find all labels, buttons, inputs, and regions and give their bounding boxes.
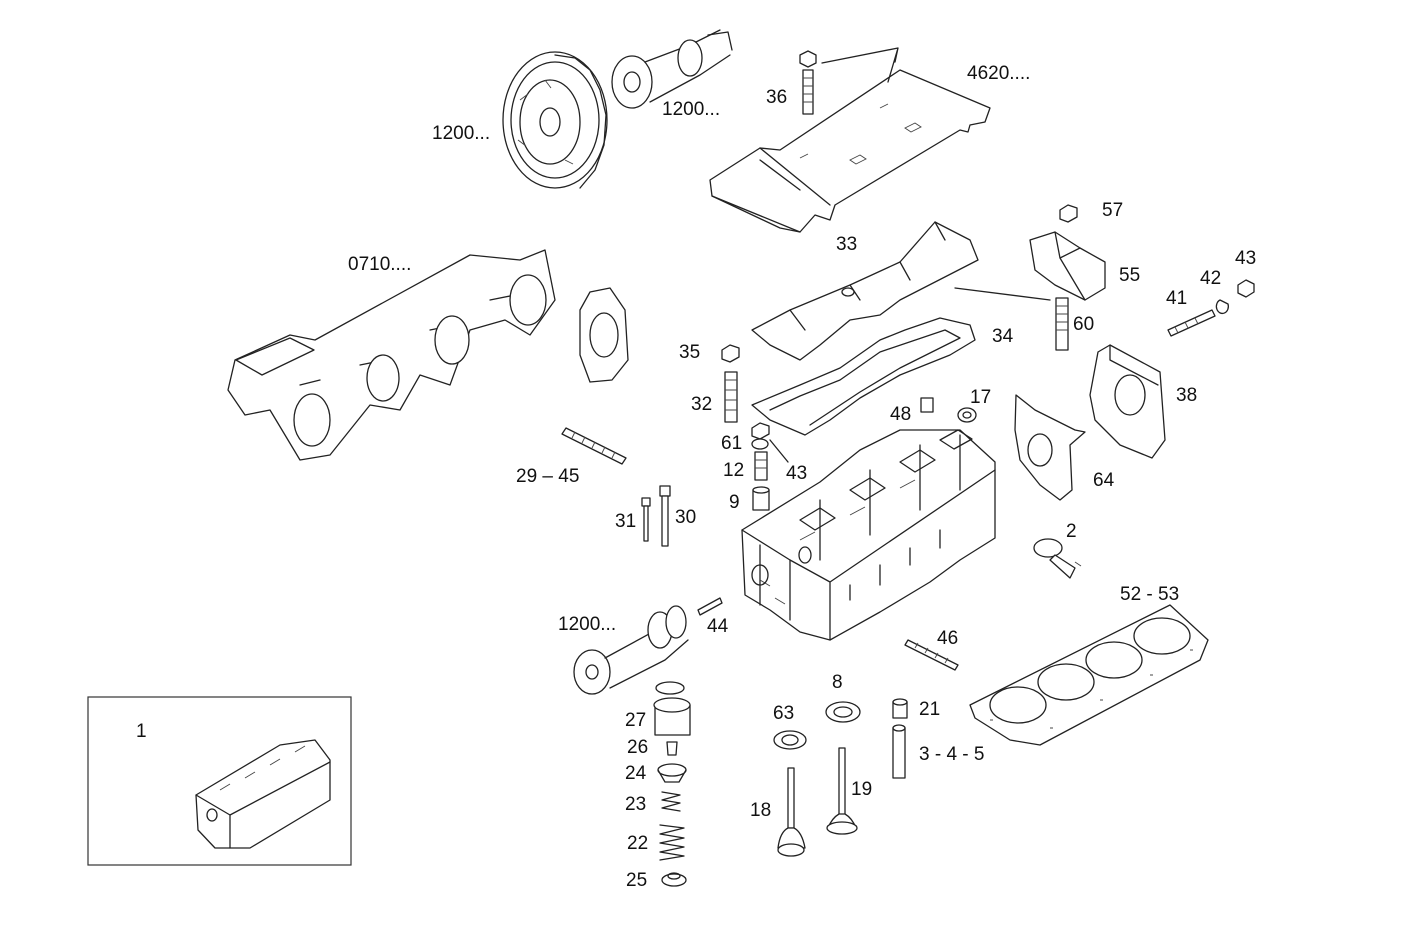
nut-61[interactable] <box>751 422 789 463</box>
guide-21[interactable] <box>892 698 908 719</box>
bracket-64[interactable] <box>1014 394 1086 501</box>
head-gasket[interactable] <box>969 604 1209 746</box>
label-35: 35 <box>679 342 700 363</box>
stud-60[interactable] <box>954 287 1069 351</box>
nut-43-right[interactable] <box>1237 279 1255 298</box>
bracket-38[interactable] <box>1089 344 1166 459</box>
label-1200-lower: 1200... <box>558 614 616 635</box>
label-52-53: 52 - 53 <box>1120 584 1179 605</box>
cap-27[interactable] <box>653 681 691 736</box>
washer-42[interactable] <box>1215 299 1230 315</box>
label-42: 42 <box>1200 268 1221 289</box>
stud-44[interactable] <box>697 597 723 616</box>
bush-9[interactable] <box>752 486 770 511</box>
label-41: 41 <box>1166 288 1187 309</box>
exhaust-gasket[interactable] <box>579 287 629 383</box>
bracket-55[interactable] <box>1029 231 1106 301</box>
label-64: 64 <box>1093 470 1115 491</box>
label-9: 9 <box>729 492 740 513</box>
nut-35[interactable] <box>721 344 740 363</box>
label-48: 48 <box>890 404 911 425</box>
label-31: 31 <box>615 511 636 532</box>
label-55: 55 <box>1119 265 1140 286</box>
label-46: 46 <box>937 628 958 649</box>
label-23: 23 <box>625 794 646 815</box>
cotter-26[interactable] <box>666 741 678 756</box>
stud-29-45[interactable] <box>561 427 627 465</box>
valve-18[interactable] <box>777 767 806 857</box>
stud-46[interactable] <box>904 639 959 671</box>
label-44: 44 <box>707 616 729 637</box>
label-43-head: 43 <box>786 463 807 484</box>
bolt-30[interactable] <box>659 485 671 547</box>
label-22: 22 <box>627 833 648 854</box>
seal-63[interactable] <box>773 730 807 750</box>
label-19: 19 <box>851 779 872 800</box>
valve-guide-3-4-5[interactable] <box>892 724 906 779</box>
tappet-cover-gasket[interactable] <box>751 317 976 436</box>
exhaust-manifold[interactable] <box>227 249 556 461</box>
label-18: 18 <box>750 800 771 821</box>
seal-8[interactable] <box>825 701 861 723</box>
label-26: 26 <box>627 737 648 758</box>
bolt-31[interactable] <box>641 497 651 542</box>
label-33: 33 <box>836 234 857 255</box>
camshaft-lower[interactable] <box>573 605 689 695</box>
label-30: 30 <box>675 507 696 528</box>
label-0710: 0710.... <box>348 254 411 275</box>
label-24: 24 <box>625 763 647 784</box>
label-21: 21 <box>919 699 940 720</box>
label-8: 8 <box>832 672 843 693</box>
label-4620: 4620.... <box>967 63 1030 84</box>
label-34: 34 <box>992 326 1014 347</box>
plug-48[interactable] <box>920 397 934 413</box>
seat-25[interactable] <box>661 872 687 887</box>
label-12: 12 <box>723 460 744 481</box>
label-1200-upper: 1200... <box>662 99 720 120</box>
label-17: 17 <box>970 387 991 408</box>
spring-22[interactable] <box>659 824 685 861</box>
tappet-cover[interactable] <box>751 221 979 361</box>
retainer-24[interactable] <box>657 763 687 783</box>
label-1: 1 <box>136 721 147 742</box>
callout-labels: 4620.... 36 1200... 1200... 57 33 0710..… <box>136 63 1256 891</box>
label-3-4-5: 3 - 4 - 5 <box>919 744 984 765</box>
label-32: 32 <box>691 394 712 415</box>
label-25: 25 <box>626 870 647 891</box>
stud-12[interactable] <box>754 451 768 481</box>
label-29-45: 29 – 45 <box>516 466 579 487</box>
label-43-right: 43 <box>1235 248 1256 269</box>
camshaft-pulley[interactable] <box>502 51 608 189</box>
stud-36[interactable] <box>799 47 899 115</box>
camshaft-upper[interactable] <box>611 29 733 109</box>
label-60: 60 <box>1073 314 1094 335</box>
label-1200-pulley: 1200... <box>432 123 490 144</box>
label-2: 2 <box>1066 521 1077 542</box>
bolt-41[interactable] <box>1167 309 1216 337</box>
valve-19[interactable] <box>826 747 858 835</box>
label-61: 61 <box>721 433 742 454</box>
inset-box <box>87 696 352 866</box>
label-36: 36 <box>766 87 787 108</box>
label-57: 57 <box>1102 200 1123 221</box>
seal-17[interactable] <box>957 407 977 423</box>
engine-cover[interactable] <box>709 69 991 233</box>
cylinder-head[interactable] <box>741 429 996 641</box>
inset-cylinder-head[interactable] <box>195 739 331 849</box>
stud-32[interactable] <box>724 371 738 423</box>
label-63: 63 <box>773 703 794 724</box>
nut-57[interactable] <box>1059 204 1078 223</box>
sensor-2[interactable] <box>1033 538 1082 579</box>
label-27: 27 <box>625 710 646 731</box>
spring-23[interactable] <box>661 791 681 812</box>
label-38: 38 <box>1176 385 1197 406</box>
